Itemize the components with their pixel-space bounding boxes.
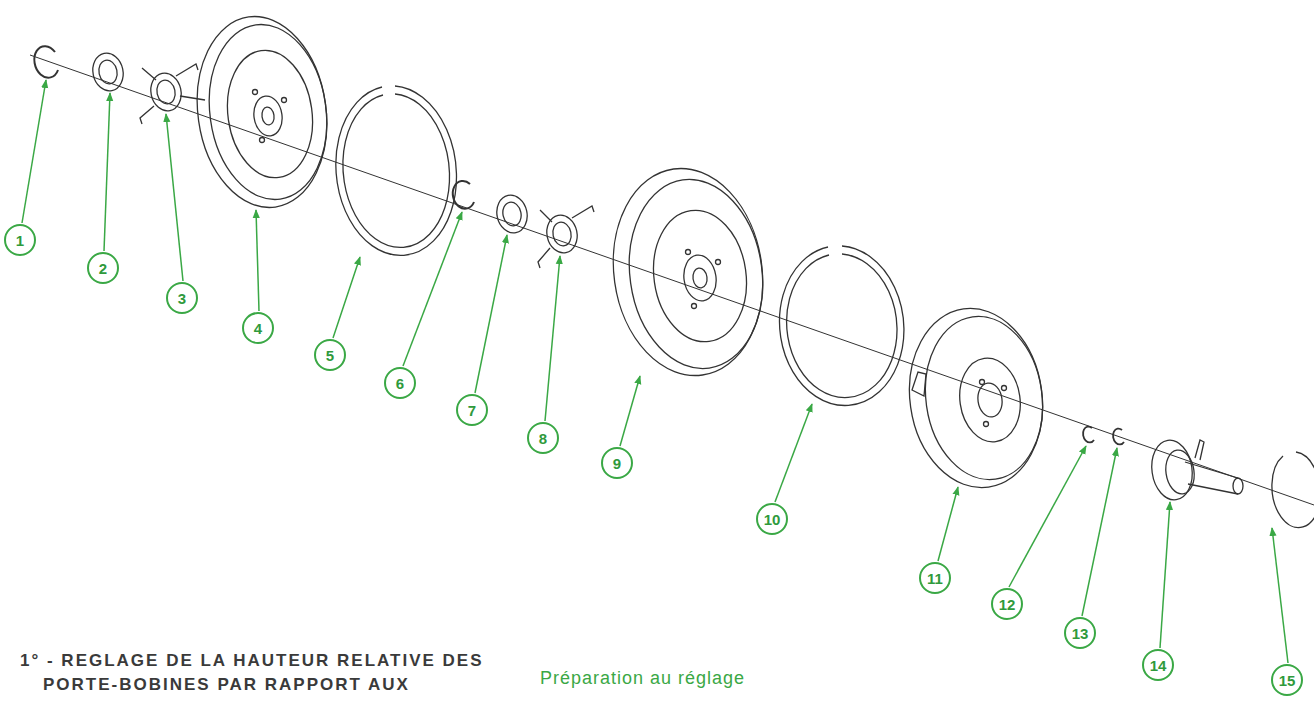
callout-circle: 7: [456, 394, 488, 426]
callout-number: 11: [927, 571, 943, 586]
callout-circle: 8: [527, 422, 559, 454]
callout-number: 15: [1279, 673, 1296, 688]
callout-circle: 14: [1142, 649, 1174, 681]
callout-circle: 1: [4, 224, 36, 256]
callout-number: 7: [468, 403, 476, 418]
callout-circle: 10: [756, 503, 788, 535]
callout-circle: 12: [991, 588, 1023, 620]
callout-circle: 3: [166, 282, 198, 314]
callout-number: 9: [613, 456, 621, 471]
callout-circle: 15: [1271, 664, 1303, 696]
callout-circle: 9: [601, 447, 633, 479]
section-subheading: Préparation au réglage: [540, 668, 745, 689]
callout-circle: 6: [384, 367, 416, 399]
section-heading: 1° - REGLAGE DE LA HAUTEUR RELATIVE DES …: [20, 649, 525, 697]
callout-number: 6: [396, 376, 404, 391]
callout-number: 4: [254, 321, 262, 336]
callout-circle: 2: [87, 252, 119, 284]
callout-number: 12: [999, 597, 1016, 612]
callout-number: 13: [1072, 626, 1089, 641]
callout-circle: 13: [1064, 617, 1096, 649]
callout-circle: 5: [314, 339, 346, 371]
callout-number: 10: [764, 512, 781, 527]
callout-number: 8: [539, 431, 547, 446]
callout-number: 2: [99, 261, 107, 276]
callout-number: 3: [178, 291, 186, 306]
callout-number: 5: [326, 348, 334, 363]
callout-number: 14: [1150, 658, 1167, 673]
callout-number: 1: [16, 233, 24, 248]
callout-circle: 11: [919, 562, 951, 594]
callout-circle: 4: [242, 312, 274, 344]
